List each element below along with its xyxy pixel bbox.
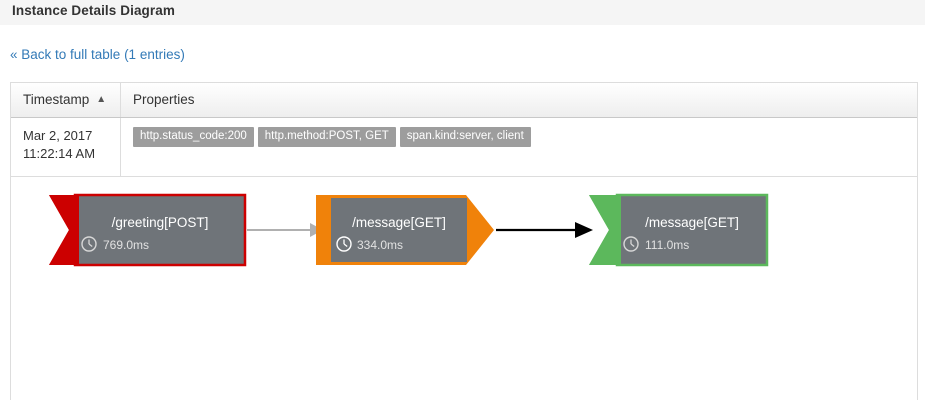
property-badge: http.status_code:200: [133, 127, 254, 147]
node-1-label: /greeting[POST]: [111, 215, 209, 230]
node-3-duration: 111.0ms: [645, 238, 690, 252]
node-3-label: /message[GET]: [645, 215, 739, 230]
timestamp-date: Mar 2, 2017: [23, 128, 93, 143]
property-badge: span.kind:server, client: [399, 127, 531, 147]
node-3[interactable]: /message[GET] 111.0ms: [617, 195, 767, 265]
node-1[interactable]: /greeting[POST] 769.0ms: [75, 195, 245, 265]
column-header-properties[interactable]: Properties: [121, 83, 919, 117]
column-header-timestamp[interactable]: Timestamp ▲: [11, 83, 121, 117]
cell-timestamp: Mar 2, 2017 11:22:14 AM: [11, 118, 121, 176]
node-1-accent-chevron-overlay: [49, 195, 79, 265]
back-to-full-table-link[interactable]: « Back to full table (1 entries): [10, 47, 185, 62]
node-2-duration: 334.0ms: [357, 238, 404, 252]
column-header-properties-label: Properties: [133, 92, 195, 107]
connector-2-arrowhead: [575, 222, 593, 238]
panel-header: Instance Details Diagram: [0, 0, 925, 25]
trace-diagram: /greeting[POST] 769.0ms /message[GET] 33…: [11, 177, 917, 402]
clock-icon: [623, 236, 639, 252]
node-2[interactable]: /message[GET] 334.0ms: [331, 195, 467, 265]
clock-icon: [81, 236, 97, 252]
node-1-duration: 769.0ms: [103, 238, 150, 252]
diagram-svg: [49, 193, 769, 267]
property-badge: http.method:POST, GET: [257, 127, 396, 147]
node-2-body[interactable]: [331, 198, 467, 262]
timestamp-time: 11:22:14 AM: [23, 146, 96, 161]
column-header-timestamp-label: Timestamp: [23, 92, 90, 107]
node-3-accent-chevron-overlay: [589, 195, 621, 265]
node-2-label: /message[GET]: [352, 215, 446, 230]
table-header-row: Timestamp ▲ Properties: [11, 83, 917, 118]
node-1-body[interactable]: [73, 193, 247, 267]
sort-ascending-icon: ▲: [96, 94, 107, 105]
table-row[interactable]: Mar 2, 2017 11:22:14 AM http.status_code…: [11, 118, 917, 177]
diagram-row: /greeting[POST] 769.0ms /message[GET] 33…: [11, 177, 917, 402]
instance-details-table: Timestamp ▲ Properties Mar 2, 2017 11:22:…: [10, 82, 918, 402]
page-title: Instance Details Diagram: [12, 3, 175, 18]
clock-icon: [336, 236, 352, 252]
